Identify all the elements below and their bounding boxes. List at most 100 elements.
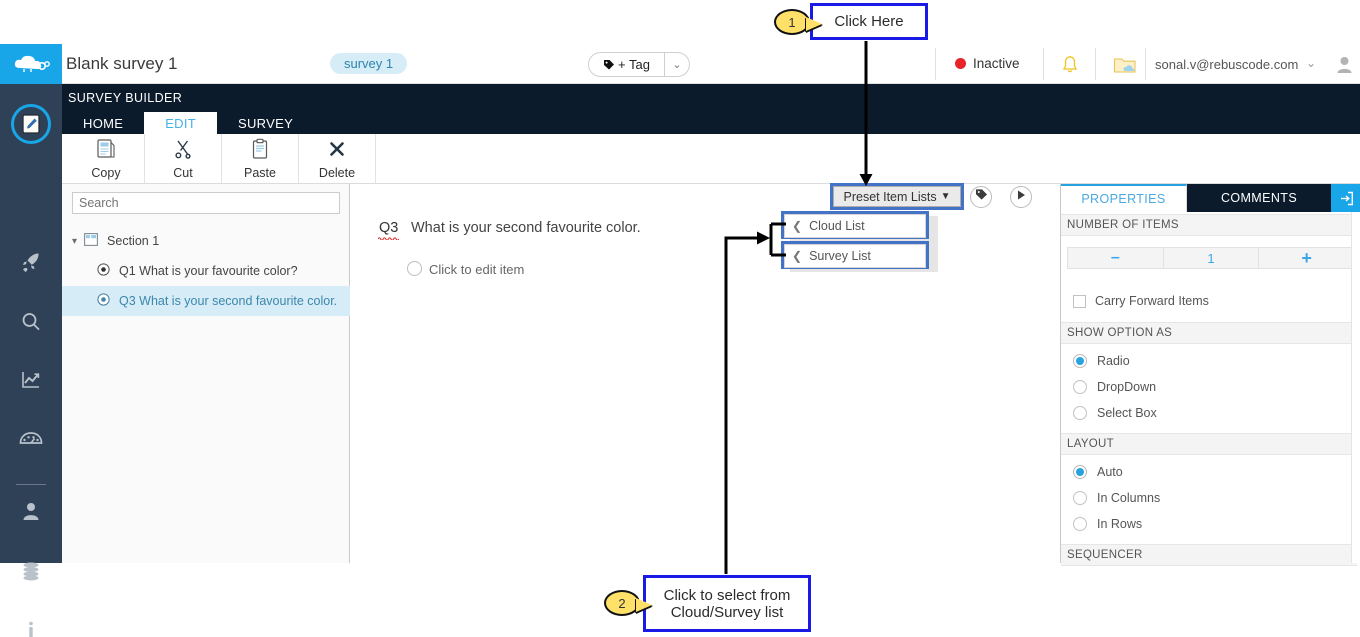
- tab-survey[interactable]: SURVEY: [238, 115, 294, 131]
- survey-tree-panel: ▾ Section 1 Q1 What is your favourite co…: [62, 184, 350, 563]
- play-icon: [1015, 188, 1027, 206]
- radio-indicator[interactable]: [1073, 517, 1087, 531]
- preset-item-lists-button[interactable]: Preset Item Lists ▼: [833, 186, 961, 207]
- cut-label: Cut: [173, 165, 193, 180]
- cut-button[interactable]: Cut: [145, 134, 222, 183]
- callout-2-line1: Click to select from: [663, 586, 791, 604]
- layout-label: In Columns: [1097, 491, 1161, 505]
- delete-label: Delete: [318, 165, 356, 180]
- tab-home[interactable]: HOME: [83, 115, 124, 131]
- delete-button[interactable]: Delete: [299, 134, 376, 183]
- database-icon[interactable]: [0, 556, 62, 586]
- copy-icon: [96, 138, 116, 163]
- survey-chip[interactable]: survey 1: [330, 53, 408, 74]
- status-label: Inactive: [973, 56, 1020, 71]
- status-dot-icon: [955, 58, 966, 69]
- tag-icon: [603, 59, 615, 71]
- edit-ribbon: Copy Cut Paste: [62, 134, 1360, 184]
- info-icon[interactable]: [0, 615, 62, 637]
- play-circle-button[interactable]: [1010, 186, 1032, 208]
- tree-item-label: Q3 What is your second favourite color.: [119, 294, 338, 308]
- rail-active-indicator: [11, 104, 51, 144]
- section-header-number-of-items: NUMBER OF ITEMS: [1061, 214, 1357, 236]
- paste-button[interactable]: Paste: [222, 134, 299, 183]
- folder-cloud-icon[interactable]: [1108, 52, 1142, 78]
- search-icon[interactable]: [0, 307, 62, 337]
- pencil-edit-icon[interactable]: [0, 109, 62, 139]
- add-tag-label: + Tag: [618, 57, 650, 72]
- layout-in-rows[interactable]: In Rows: [1073, 517, 1142, 531]
- rocket-icon[interactable]: [0, 247, 62, 277]
- scissors-icon: [173, 138, 193, 163]
- cloud-logo-icon[interactable]: [0, 44, 62, 84]
- tag-icon: [975, 188, 988, 206]
- divider: [1145, 48, 1146, 80]
- app-rail: [0, 84, 62, 637]
- tag-circle-button[interactable]: [970, 186, 992, 208]
- option-radio-icon[interactable]: [407, 261, 422, 276]
- number-of-items-value[interactable]: 1: [1163, 248, 1260, 268]
- search-input[interactable]: [72, 192, 340, 214]
- chevron-down-icon[interactable]: ⌄: [1306, 56, 1317, 70]
- export-icon[interactable]: [1331, 184, 1360, 212]
- radio-indicator[interactable]: [1073, 465, 1087, 479]
- tree-item-q1[interactable]: Q1 What is your favourite color?: [62, 256, 350, 286]
- copy-label: Copy: [91, 165, 121, 180]
- tab-edit[interactable]: EDIT: [144, 112, 218, 134]
- number-of-items-stepper[interactable]: – 1 +: [1067, 247, 1355, 269]
- caret-down-icon: ▼: [940, 191, 951, 202]
- layout-auto[interactable]: Auto: [1073, 465, 1123, 479]
- layout-label: Auto: [1097, 465, 1123, 479]
- user-icon[interactable]: [0, 496, 62, 526]
- layout-in-columns[interactable]: In Columns: [1073, 491, 1160, 505]
- option-placeholder-text[interactable]: Click to edit item: [429, 262, 525, 277]
- carry-forward-items-row[interactable]: Carry Forward Items: [1073, 294, 1209, 308]
- show-option-radio[interactable]: Radio: [1073, 354, 1130, 368]
- user-email[interactable]: sonal.v@rebuscode.com: [1155, 57, 1299, 72]
- properties-panel: PROPERTIES COMMENTS NUMBER OF ITEMS – 1 …: [1060, 184, 1360, 566]
- radio-indicator[interactable]: [1073, 354, 1087, 368]
- clipboard-icon: [251, 138, 269, 163]
- question-text[interactable]: What is your second favourite color.: [411, 220, 641, 236]
- radio-indicator[interactable]: [1073, 491, 1087, 505]
- chart-trend-icon[interactable]: [0, 365, 62, 395]
- show-option-label: Radio: [1097, 354, 1130, 368]
- tree-item-section-1[interactable]: ▾ Section 1: [62, 226, 350, 256]
- dashboard-gauge-icon[interactable]: [0, 425, 62, 455]
- decrement-button[interactable]: –: [1068, 248, 1164, 268]
- section-header-show-option-as: SHOW OPTION AS: [1061, 322, 1357, 344]
- bell-icon[interactable]: [1053, 52, 1087, 78]
- paste-label: Paste: [244, 165, 276, 180]
- dropdown-item-cloud-list[interactable]: ❮ Cloud List: [784, 214, 926, 238]
- divider: [1095, 48, 1096, 80]
- properties-scrollbar[interactable]: [1351, 212, 1359, 563]
- tab-comments[interactable]: COMMENTS: [1187, 184, 1331, 212]
- radio-indicator[interactable]: [1073, 380, 1087, 394]
- dropdown-item-survey-list[interactable]: ❮ Survey List: [784, 244, 926, 268]
- status-badge: Inactive: [955, 56, 1020, 71]
- show-option-select-box[interactable]: Select Box: [1073, 406, 1157, 420]
- nav-tabs: HOME EDIT SURVEY: [62, 112, 314, 134]
- chevron-down-icon[interactable]: ▾: [72, 235, 78, 247]
- avatar[interactable]: [1327, 52, 1360, 78]
- section-header-sequencer: SEQUENCER: [1061, 544, 1357, 566]
- preset-button-highlight: [830, 183, 964, 210]
- layout-label: In Rows: [1097, 517, 1143, 531]
- callout-1-number: 1: [788, 14, 796, 30]
- callout-2-line2: Cloud/Survey list: [670, 603, 784, 621]
- tag-dropdown-caret[interactable]: ⌄: [665, 52, 690, 77]
- copy-button[interactable]: Copy: [68, 134, 145, 183]
- divider: [935, 48, 936, 80]
- show-option-dropdown[interactable]: DropDown: [1073, 380, 1156, 394]
- radio-indicator[interactable]: [1073, 406, 1087, 420]
- question-canvas: Q3 What is your second favourite color. …: [351, 184, 1060, 563]
- show-option-label: DropDown: [1097, 380, 1157, 394]
- divider: [16, 484, 46, 485]
- tab-properties[interactable]: PROPERTIES: [1061, 184, 1187, 212]
- chevron-left-icon: ❮: [792, 249, 803, 263]
- tree-item-q3[interactable]: Q3 What is your second favourite color.: [62, 286, 350, 316]
- tree-item-label: Q1 What is your favourite color?: [119, 264, 298, 278]
- add-tag-button[interactable]: + Tag: [588, 52, 665, 77]
- carry-forward-checkbox[interactable]: [1073, 294, 1086, 308]
- increment-button[interactable]: +: [1259, 248, 1355, 268]
